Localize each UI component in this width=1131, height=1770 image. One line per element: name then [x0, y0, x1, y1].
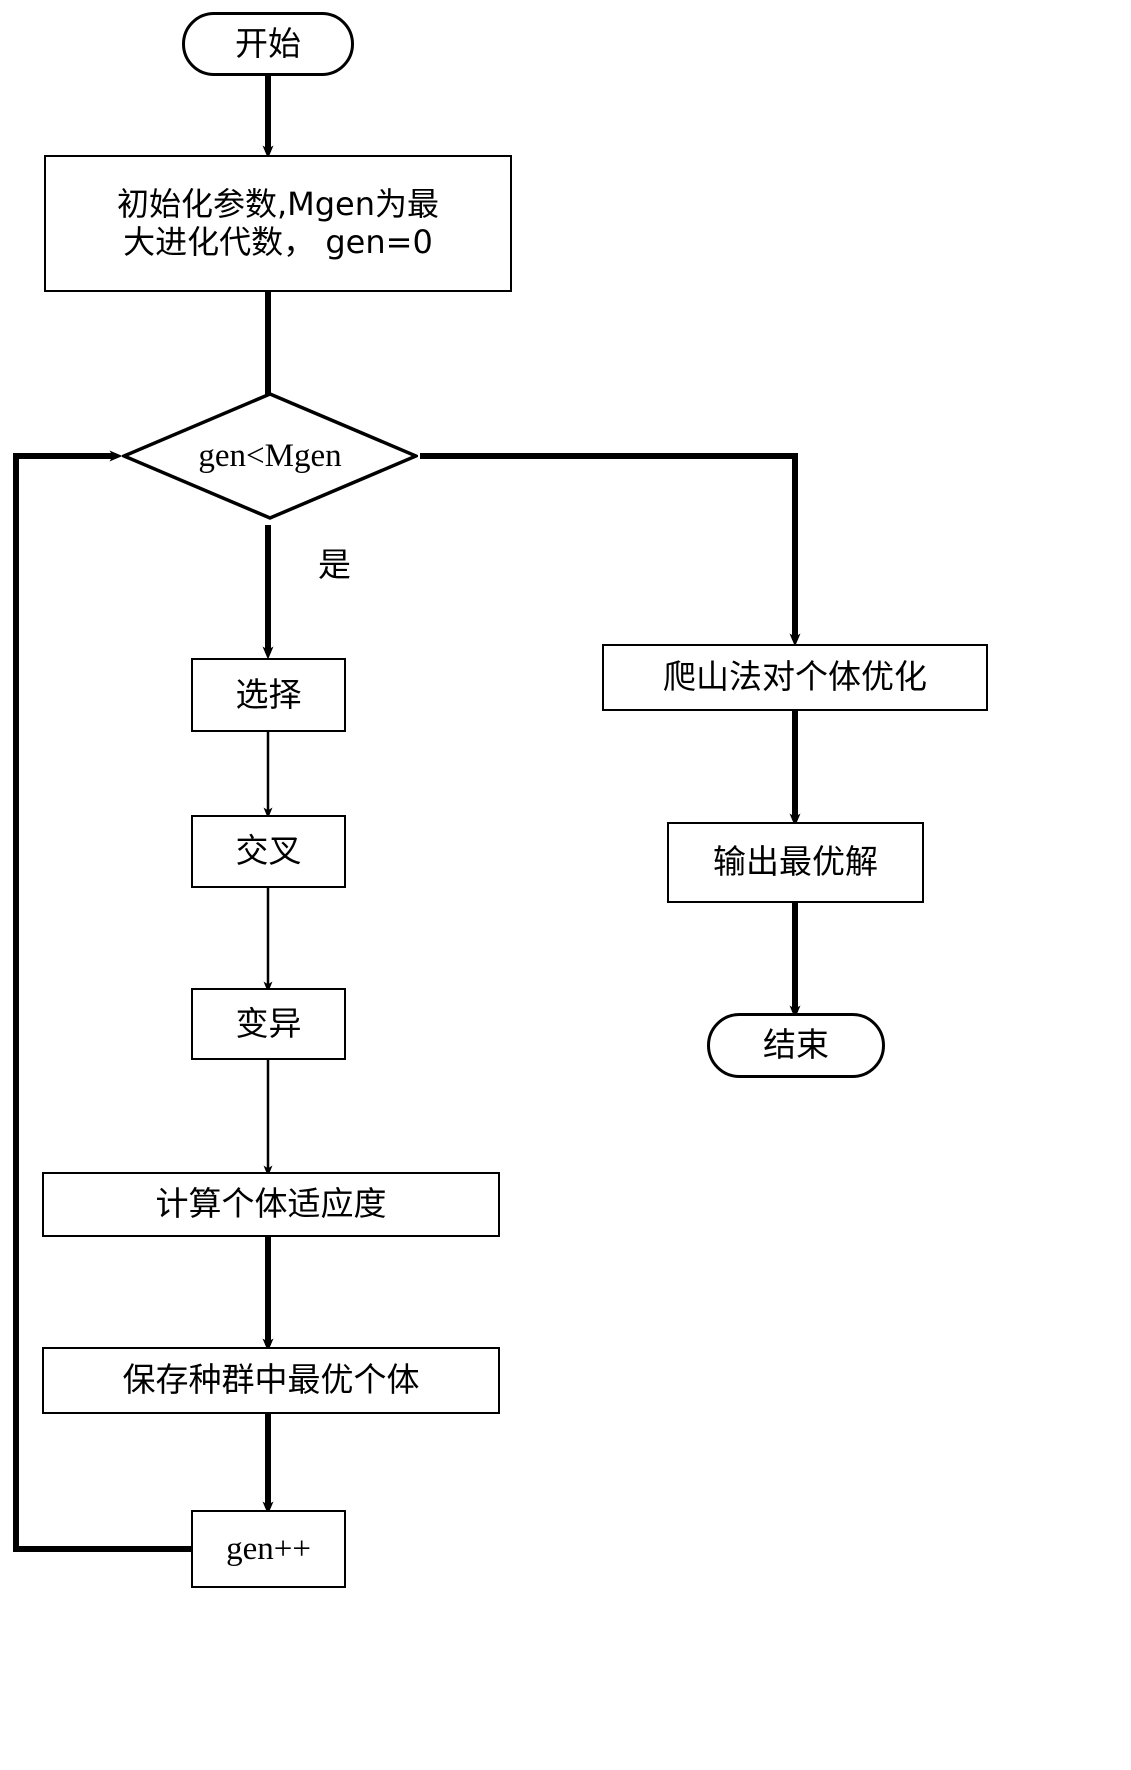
node-crossover[interactable]: 交叉 — [191, 815, 346, 888]
node-end[interactable]: 结束 — [707, 1013, 885, 1078]
node-save-best-individual[interactable]: 保存种群中最优个体 — [42, 1347, 500, 1414]
node-mutation[interactable]: 变异 — [191, 988, 346, 1060]
node-hill-climbing-optimization[interactable]: 爬山法对个体优化 — [602, 644, 988, 711]
node-start[interactable]: 开始 — [182, 12, 354, 76]
node-initialize-parameters[interactable]: 初始化参数,Mgen为最 大进化代数， gen=0 — [44, 155, 512, 292]
diamond-shape — [122, 392, 418, 520]
node-decision-gen-less-than-mgen[interactable]: gen<Mgen — [122, 392, 418, 520]
node-calculate-fitness[interactable]: 计算个体适应度 — [42, 1172, 500, 1237]
node-output-optimal-solution[interactable]: 输出最优解 — [667, 822, 924, 903]
edge-label-yes: 是 — [318, 545, 351, 584]
node-selection[interactable]: 选择 — [191, 658, 346, 732]
node-increment-generation[interactable]: gen++ — [191, 1510, 346, 1588]
decision-label: gen<Mgen — [198, 437, 342, 474]
